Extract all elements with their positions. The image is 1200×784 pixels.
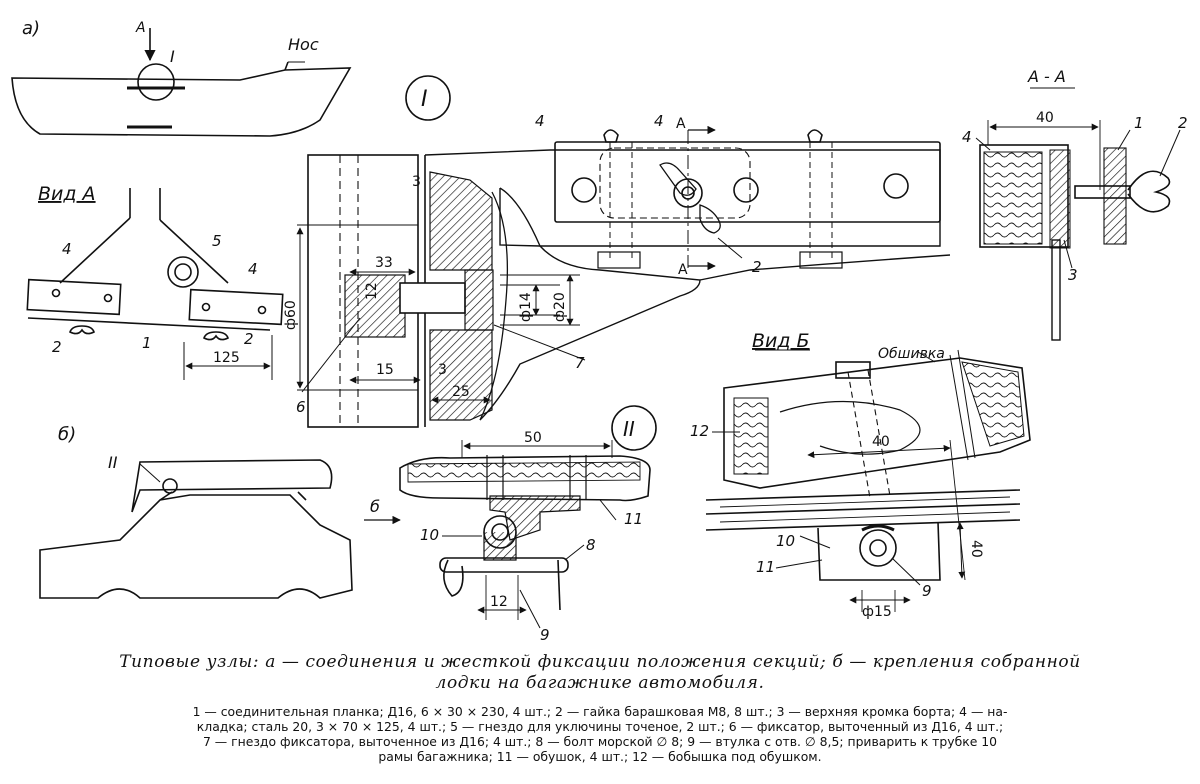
- callout-2-detail-i: 2: [752, 258, 762, 276]
- label-detail-ii: II: [623, 417, 635, 441]
- callout-3-aa: 3: [1068, 266, 1078, 284]
- view-a-plan: [26, 188, 284, 380]
- dim-phi14: ф14: [518, 292, 534, 322]
- callout-4-aa: 4: [962, 128, 972, 146]
- dim-phi15: ф15: [862, 604, 892, 620]
- technical-drawing: а) А I Нос Вид А I А - А А А б) II II Ви…: [11, 18, 1188, 640]
- label-nos: Нос: [288, 35, 319, 54]
- callout-1-aa: 1: [1134, 114, 1144, 132]
- part-callouts: 4 5 4 2 1 2 4 4 2 7 6 4 1 2 3 12 10 11 9…: [52, 112, 1188, 640]
- detail-ii-section: [364, 405, 657, 629]
- callout-2-aa: 2: [1178, 114, 1188, 132]
- dim-phi20: ф20: [552, 292, 568, 322]
- callout-7: 7: [575, 354, 585, 372]
- dim-125: 125: [213, 350, 240, 366]
- callout-2-vid-a-right: 2: [244, 330, 254, 348]
- legend-line-3: 7 — гнездо фиксатора, выточенное из Д16;…: [202, 734, 998, 749]
- label-detail-ii-small: II: [108, 453, 118, 472]
- dim-25: 25: [452, 384, 470, 400]
- caption-line-1: Типовые узлы: а — соединения и жесткой ф…: [119, 652, 1081, 672]
- callout-5: 5: [212, 232, 222, 250]
- view-b: [705, 349, 1031, 612]
- dim-12: 12: [364, 282, 380, 300]
- car-with-boat: [39, 459, 353, 599]
- label-vid-b: Вид Б: [752, 330, 810, 352]
- label-a: а): [22, 18, 40, 39]
- dim-phi60: ф60: [283, 300, 299, 330]
- legend-line-1: 1 — соединительная планка; Д16, 6 × 30 ×…: [192, 704, 1008, 719]
- section-a-a: [975, 87, 1181, 341]
- dim-33: 33: [375, 255, 393, 271]
- callout-11-ii: 11: [624, 510, 643, 528]
- label-vid-a: Вид А: [38, 183, 96, 205]
- label-a-top: А: [676, 116, 686, 132]
- dim-3-top: 3: [412, 174, 421, 190]
- callout-12-vid-b: 12: [690, 422, 709, 440]
- callout-9-ii: 9: [540, 626, 550, 640]
- callout-11-vid-b: 11: [756, 558, 775, 576]
- callout-4-vid-a-left: 4: [62, 240, 72, 258]
- label-b: б): [58, 424, 76, 445]
- label-obshivka: Обшивка: [878, 346, 945, 362]
- drawing-labels: а) А I Нос Вид А I А - А А А б) II II Ви…: [22, 18, 1066, 516]
- dim-3-bottom: 3: [438, 362, 447, 378]
- dim-12-ii: 12: [490, 594, 508, 610]
- label-a-arrow: А: [135, 20, 146, 36]
- legend-line-2: кладка; сталь 20, 3 × 70 × 125, 4 шт.; 5…: [196, 719, 1004, 734]
- label-detail-i: I: [421, 87, 428, 112]
- label-detail-i-small: I: [170, 47, 175, 66]
- dim-50: 50: [524, 430, 542, 446]
- callout-1-vid-a: 1: [142, 334, 152, 352]
- dim-40-vertical: 40: [968, 540, 984, 558]
- detail-i-section: [296, 75, 951, 428]
- dim-15: 15: [376, 362, 394, 378]
- label-b-arrow: б: [370, 497, 380, 516]
- callout-8: 8: [586, 536, 596, 554]
- dimension-labels: 33 3 3 12 ф14 ф20 ф60 15 25 125 40 50 12…: [213, 110, 1054, 620]
- label-a-bottom: А: [678, 262, 688, 278]
- boat-side-view: [11, 28, 352, 137]
- callout-10-ii: 10: [420, 526, 439, 544]
- callout-9-vid-b: 9: [922, 582, 932, 600]
- callout-2-vid-a-left: 2: [52, 338, 62, 356]
- callout-4-detail-i-right: 4: [654, 112, 664, 130]
- callout-4-detail-i-left: 4: [535, 112, 545, 130]
- dim-40-vid-b: 40: [872, 434, 890, 450]
- caption-line-2: лодки на багажнике автомобиля.: [435, 673, 765, 693]
- label-section-aa: А - А: [1027, 67, 1066, 86]
- callout-10-vid-b: 10: [776, 532, 795, 550]
- callout-6: 6: [296, 398, 306, 416]
- dim-40-aa: 40: [1036, 110, 1054, 126]
- callout-4-vid-a-right: 4: [248, 260, 258, 278]
- legend-line-4: рамы багажника; 11 — обушок, 4 шт.; 12 —…: [378, 749, 822, 764]
